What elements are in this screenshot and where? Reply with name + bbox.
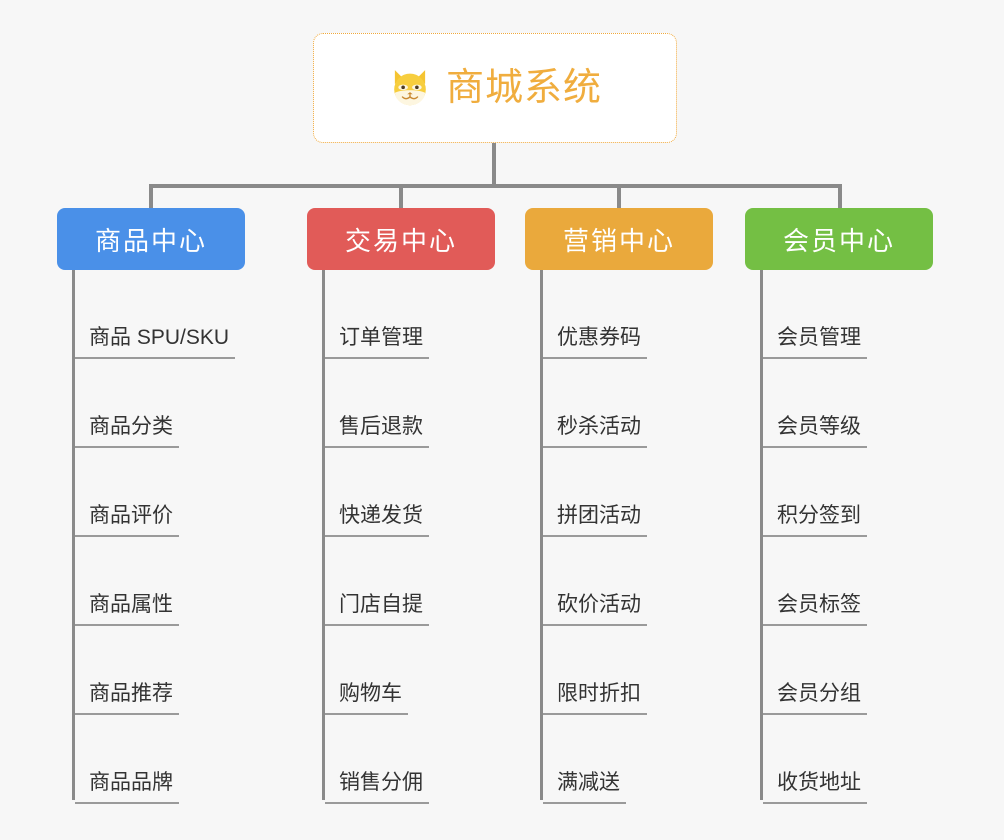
- drop-connector-2: [617, 184, 621, 208]
- column-spine-2: [540, 270, 543, 800]
- leaf-label: 会员等级: [763, 415, 867, 448]
- leaf-label: 限时折扣: [543, 682, 647, 715]
- root-node-label: 商城系统: [445, 67, 602, 109]
- leaf-label: 快递发货: [325, 504, 429, 537]
- leaf-label: 收货地址: [763, 771, 867, 804]
- list-item[interactable]: 商品推荐: [57, 626, 245, 715]
- category-header-2[interactable]: 营销中心: [525, 208, 713, 270]
- leaf-label: 门店自提: [325, 593, 429, 626]
- leaf-list-1: 订单管理 售后退款 快递发货 门店自提 购物车 销售分佣: [307, 270, 495, 804]
- leaf-list-0: 商品 SPU/SKU 商品分类 商品评价 商品属性 商品推荐 商品品牌: [57, 270, 245, 804]
- list-item[interactable]: 砍价活动: [525, 537, 713, 626]
- shiba-dog-face-icon: [394, 70, 426, 107]
- list-item[interactable]: 优惠券码: [525, 270, 713, 359]
- leaf-label: 商品推荐: [75, 682, 179, 715]
- leaf-label: 商品属性: [75, 593, 179, 626]
- category-label-1: 交易中心: [344, 225, 457, 256]
- drop-connector-1: [399, 184, 403, 208]
- column-spine-1: [322, 270, 325, 800]
- category-column-2: 营销中心 优惠券码 秒杀活动 拼团活动 砍价活动 限时折扣 满减送: [525, 208, 713, 804]
- list-item[interactable]: 会员等级: [745, 359, 933, 448]
- leaf-label: 商品 SPU/SKU: [75, 326, 236, 359]
- list-item[interactable]: 商品 SPU/SKU: [57, 270, 245, 359]
- list-item[interactable]: 秒杀活动: [525, 359, 713, 448]
- list-item[interactable]: 满减送: [525, 715, 713, 804]
- list-item[interactable]: 拼团活动: [525, 448, 713, 537]
- list-item[interactable]: 商品评价: [57, 448, 245, 537]
- leaf-label: 优惠券码: [543, 326, 647, 359]
- leaf-label: 会员分组: [763, 682, 867, 715]
- list-item[interactable]: 限时折扣: [525, 626, 713, 715]
- list-item[interactable]: 商品品牌: [57, 715, 245, 804]
- leaf-label: 商品品牌: [75, 771, 179, 804]
- list-item[interactable]: 订单管理: [307, 270, 495, 359]
- drop-connector-3: [838, 184, 842, 208]
- leaf-label: 满减送: [543, 771, 626, 804]
- list-item[interactable]: 购物车: [307, 626, 495, 715]
- category-header-3[interactable]: 会员中心: [745, 208, 933, 270]
- leaf-list-3: 会员管理 会员等级 积分签到 会员标签 会员分组 收货地址: [745, 270, 933, 804]
- list-item[interactable]: 积分签到: [745, 448, 933, 537]
- drop-connector-0: [149, 184, 153, 208]
- column-spine-0: [72, 270, 75, 800]
- list-item[interactable]: 商品分类: [57, 359, 245, 448]
- leaf-label: 会员标签: [763, 593, 867, 626]
- column-spine-3: [760, 270, 763, 800]
- leaf-list-2: 优惠券码 秒杀活动 拼团活动 砍价活动 限时折扣 满减送: [525, 270, 713, 804]
- category-header-0[interactable]: 商品中心: [57, 208, 245, 270]
- list-item[interactable]: 收货地址: [745, 715, 933, 804]
- leaf-label: 购物车: [325, 682, 408, 715]
- category-header-1[interactable]: 交易中心: [307, 208, 495, 270]
- list-item[interactable]: 商品属性: [57, 537, 245, 626]
- leaf-label: 售后退款: [325, 415, 429, 448]
- list-item[interactable]: 会员管理: [745, 270, 933, 359]
- list-item[interactable]: 门店自提: [307, 537, 495, 626]
- horizontal-bus-connector: [150, 184, 842, 188]
- leaf-label: 砍价活动: [543, 593, 647, 626]
- leaf-label: 商品分类: [75, 415, 179, 448]
- root-stem-connector: [492, 143, 496, 186]
- list-item[interactable]: 会员标签: [745, 537, 933, 626]
- list-item[interactable]: 快递发货: [307, 448, 495, 537]
- category-label-2: 营销中心: [562, 225, 675, 256]
- list-item[interactable]: 销售分佣: [307, 715, 495, 804]
- leaf-label: 会员管理: [763, 326, 867, 359]
- category-column-0: 商品中心 商品 SPU/SKU 商品分类 商品评价 商品属性 商品推荐 商品品牌: [57, 208, 245, 804]
- category-column-3: 会员中心 会员管理 会员等级 积分签到 会员标签 会员分组 收货地址: [745, 208, 933, 804]
- leaf-label: 拼团活动: [543, 504, 647, 537]
- leaf-label: 销售分佣: [325, 771, 429, 804]
- list-item[interactable]: 会员分组: [745, 626, 933, 715]
- leaf-label: 积分签到: [763, 504, 867, 537]
- leaf-label: 商品评价: [75, 504, 179, 537]
- leaf-label: 订单管理: [325, 326, 429, 359]
- category-label-0: 商品中心: [94, 225, 207, 256]
- category-column-1: 交易中心 订单管理 售后退款 快递发货 门店自提 购物车 销售分佣: [307, 208, 495, 804]
- root-node[interactable]: 商城系统: [313, 33, 677, 143]
- category-label-3: 会员中心: [782, 225, 895, 256]
- leaf-label: 秒杀活动: [543, 415, 647, 448]
- list-item[interactable]: 售后退款: [307, 359, 495, 448]
